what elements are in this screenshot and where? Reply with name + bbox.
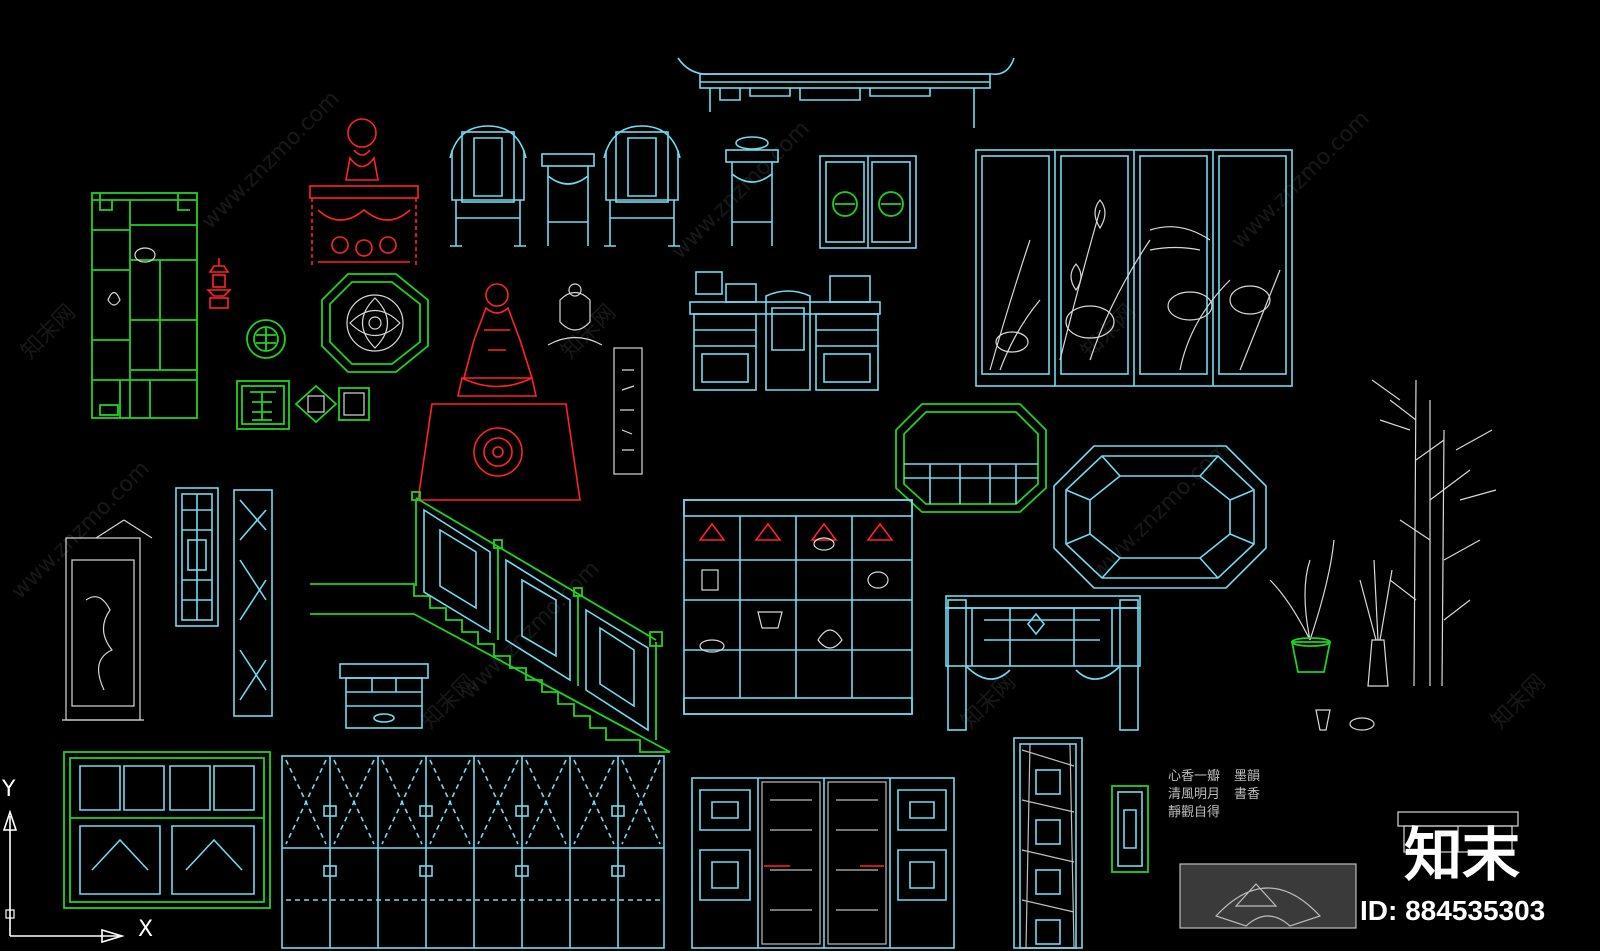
- screen-lotus-painting: [989, 199, 1281, 371]
- armchair-left: [449, 125, 527, 247]
- display-red-items: [698, 522, 894, 541]
- watermark-site: www.znzmo.com: [457, 556, 605, 704]
- small-green-panel: [1111, 785, 1149, 873]
- watermark-site: www.znzmo.com: [7, 456, 155, 604]
- svg-text:清風明月: 清風明月: [1168, 787, 1220, 802]
- folding-screen: [975, 149, 1293, 387]
- small-chest: [339, 663, 429, 729]
- horizontal-calligraphy: 心香一瓣 清風明月 靜觀自得 墨韻 書香: [1168, 768, 1260, 820]
- red-buddha: [457, 283, 537, 397]
- small-panel-detail: [1117, 791, 1143, 867]
- octagonal-lattice-frame: [1053, 445, 1267, 589]
- watermark-cn: 知末网: [557, 300, 621, 364]
- staircase-rail-panels: [423, 508, 649, 732]
- wardrobe-cabinets: [281, 755, 665, 949]
- curio-items: [107, 247, 156, 306]
- asset-id-label: ID: 884535303: [1360, 895, 1545, 926]
- lattice-panel-narrow: [175, 487, 219, 627]
- display-white-items: [699, 537, 889, 653]
- flower-stand-left: [541, 153, 595, 246]
- square-plaque: [338, 387, 370, 421]
- cornice-beam: [677, 57, 1015, 128]
- hanging-scroll: [62, 519, 153, 721]
- ucs-axis-icon: Y X: [1, 777, 153, 944]
- staircase: [310, 491, 671, 753]
- svg-text:靜觀自得: 靜觀自得: [1168, 804, 1220, 820]
- curio-shelf: [91, 192, 198, 419]
- svg-text:墨韻: 墨韻: [1234, 768, 1260, 784]
- fu-plaque-square: [236, 380, 290, 430]
- watermark-layer: www.znzmo.com www.znzmo.com www.znzmo.co…: [7, 86, 1551, 734]
- watermark-cn: 知末网: [1487, 670, 1551, 734]
- red-altar-table: [309, 185, 419, 268]
- buddha-head-sketch: [547, 283, 603, 346]
- lattice-doors-center: [761, 781, 887, 945]
- column-cracked-ice: [1021, 743, 1075, 949]
- axis-x-label: X: [138, 917, 153, 942]
- svg-text:心香一瓣: 心香一瓣: [1168, 769, 1220, 784]
- svg-text:書香: 書香: [1234, 787, 1260, 802]
- octagonal-window-lattice: [904, 463, 1038, 504]
- watermark-site: www.znzmo.com: [1087, 436, 1235, 584]
- small-console-bottom-right: [1397, 811, 1519, 853]
- red-altar-cloth: [417, 403, 581, 501]
- site-logo: 知末: [1404, 821, 1520, 889]
- console-table: [945, 595, 1141, 731]
- octagonal-window: [895, 403, 1047, 513]
- carved-medallion: [321, 273, 429, 373]
- writing-desk: [689, 271, 881, 391]
- watermark-site: www.znzmo.com: [197, 86, 345, 234]
- potted-branch: [1269, 539, 1335, 641]
- bamboo-plant: [1371, 379, 1497, 687]
- armchair-right: [603, 125, 681, 247]
- watermark-cn: 知末网: [17, 300, 81, 364]
- diamond-plaque: [294, 384, 338, 424]
- window-lattice-detail: [79, 765, 255, 895]
- fan-painting: [1179, 863, 1357, 929]
- cabinet-green-rings: [832, 191, 904, 217]
- small-double-cabinet: [819, 155, 917, 249]
- tall-lattice-column: [1013, 737, 1083, 949]
- display-cabinet: [683, 499, 913, 715]
- flower-pot: [1290, 637, 1332, 673]
- flower-stand-right: [725, 136, 779, 246]
- small-ornaments: [1315, 709, 1375, 731]
- green-lattice-window: [63, 751, 271, 909]
- red-bust: [345, 118, 379, 181]
- vertical-calligraphy-scroll: [613, 347, 643, 475]
- red-lantern: [206, 258, 232, 309]
- axis-y-label: Y: [1, 777, 16, 802]
- round-medallion: [246, 319, 286, 359]
- bamboo-vase: [1359, 559, 1393, 687]
- watermark-site: www.znzmo.com: [1227, 106, 1375, 254]
- lattice-panel-tall: [233, 489, 273, 717]
- medallion-carving: [346, 294, 404, 352]
- lattice-doors: [691, 777, 955, 949]
